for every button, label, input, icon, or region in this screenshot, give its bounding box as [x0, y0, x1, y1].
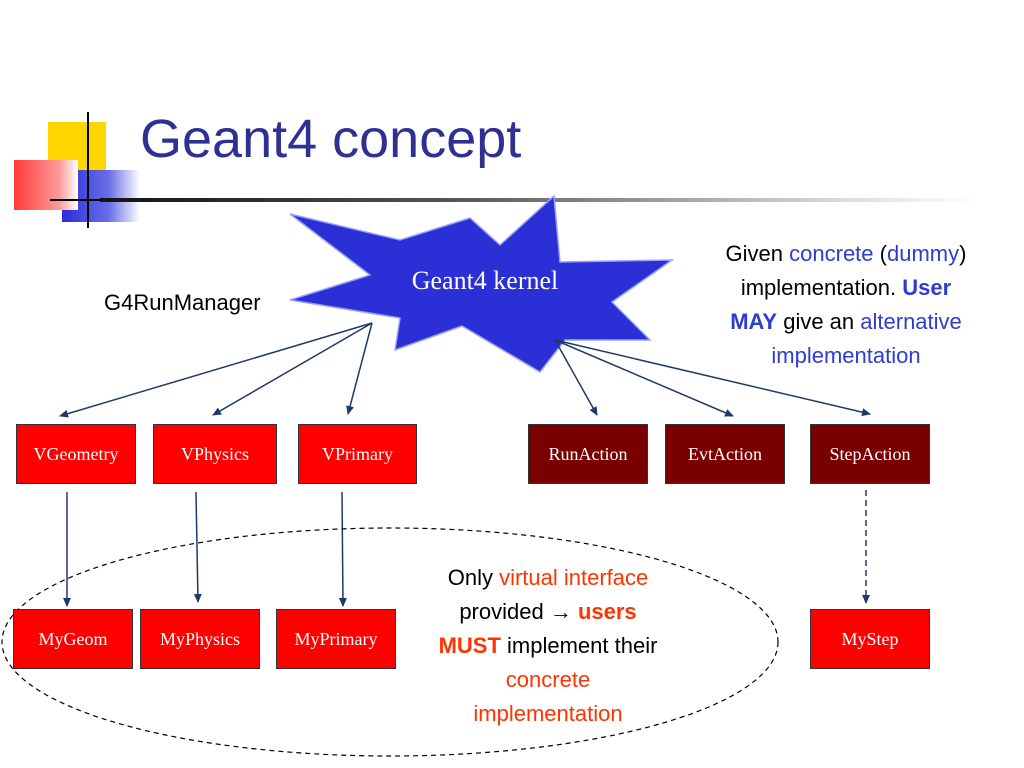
decorative-corner-logo	[14, 112, 140, 228]
vphysics-label: VPhysics	[180, 443, 249, 464]
vprimary-label: VPrimary	[322, 443, 393, 464]
note-right-line-4: implementation	[771, 343, 921, 368]
myprimary-label: MyPrimary	[294, 628, 378, 649]
mystep-label: MyStep	[841, 628, 899, 649]
note-center-line-3: MUST implement their	[438, 633, 658, 658]
slide-title: Geant4 concept	[140, 109, 522, 169]
note-center-line-5: implementation	[473, 701, 623, 726]
note-virtual-interface: Only virtual interface provided → users …	[398, 561, 698, 731]
kernel-star	[289, 194, 675, 373]
arrow-vprimary-to-myprimary	[338, 491, 347, 607]
note-right-line-3: MAY give an alternative	[730, 309, 962, 334]
arrow-kernel-to-vprimary	[346, 322, 373, 415]
run-manager-label: G4RunManager	[104, 290, 261, 315]
vgeometry-box: VGeometry	[16, 424, 136, 484]
arrow-kernel-to-vgeometry	[59, 322, 373, 418]
note-alternative-implementation: Given concrete (dummy) implementation. U…	[676, 237, 1016, 373]
logo-red-square	[14, 160, 78, 210]
user-implementation-ellipse	[1, 527, 779, 757]
note-center-line-4: concrete	[505, 667, 591, 692]
title-divider	[100, 198, 980, 202]
mygeom-label: MyGeom	[38, 628, 108, 649]
arrow-kernel-to-stepaction	[554, 339, 871, 417]
mystep-box: MyStep	[810, 609, 930, 669]
kernel-label: Geant4 kernel	[411, 266, 559, 295]
vphysics-box: VPhysics	[153, 424, 277, 484]
note-center-line-2: provided → users	[459, 599, 637, 624]
arrow-vphysics-to-myphysics	[193, 491, 202, 603]
stepaction-box: StepAction	[810, 424, 930, 484]
note-center-line-1: Only virtual interface	[447, 565, 649, 590]
myphysics-box: MyPhysics	[140, 609, 260, 669]
note-right-line-2: implementation. User	[740, 275, 952, 300]
myphysics-label: MyPhysics	[159, 628, 240, 649]
arrow-kernel-to-evtaction	[554, 339, 734, 417]
arrow-kernel-to-vphysics	[212, 322, 373, 416]
vgeometry-label: VGeometry	[33, 443, 119, 464]
arrow-kernel-to-runaction	[554, 339, 598, 416]
myprimary-box: MyPrimary	[276, 609, 396, 669]
vprimary-box: VPrimary	[298, 424, 417, 484]
evtaction-box: EvtAction	[665, 424, 785, 484]
note-right-line-1: Given concrete (dummy)	[725, 241, 967, 266]
runaction-box: RunAction	[528, 424, 648, 484]
right-arrow-icon: →	[549, 599, 572, 624]
evtaction-label: EvtAction	[688, 443, 762, 464]
mygeom-box: MyGeom	[13, 609, 133, 669]
stepaction-label: StepAction	[829, 443, 911, 464]
runaction-label: RunAction	[548, 443, 628, 464]
